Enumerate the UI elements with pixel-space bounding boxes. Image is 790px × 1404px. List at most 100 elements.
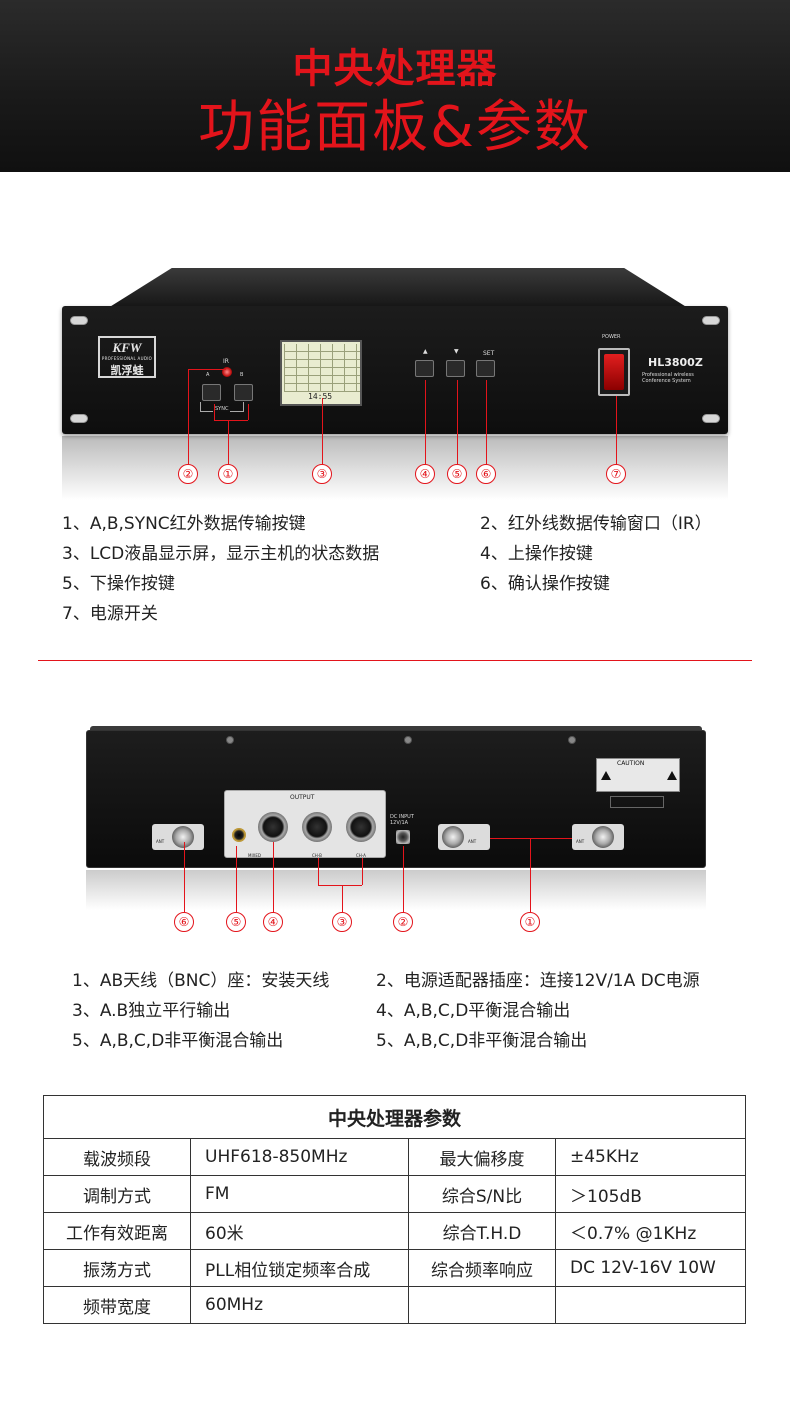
- back-callout-1: ①: [520, 912, 540, 932]
- front-panel-image: KFW PROFESSIONAL AUDIO 凯浮蛙 IR A B SYNC 1…: [0, 260, 790, 500]
- spec-value: 60米: [190, 1212, 409, 1250]
- spec-key: [408, 1286, 556, 1324]
- callout-line: [248, 404, 249, 420]
- spec-key: 调制方式: [43, 1175, 191, 1213]
- spec-value: PLL相位锁定频率合成: [190, 1249, 409, 1287]
- callout-line: [188, 369, 189, 464]
- table-row: 调制方式 FM 综合S/N比 ＞105dB: [43, 1175, 747, 1213]
- callout-7: ⑦: [606, 464, 626, 484]
- spec-value: UHF618-850MHz: [190, 1138, 409, 1176]
- spec-key: 振荡方式: [43, 1249, 191, 1287]
- lcd-time: 14:55: [308, 392, 333, 401]
- spec-value: ＜0.7% @1KHz: [554, 1212, 747, 1250]
- callout-line: [342, 885, 343, 912]
- callout-line: [188, 369, 226, 370]
- bnc-connector-icon: [442, 826, 464, 848]
- ir-window-icon: [222, 367, 232, 377]
- a-button[interactable]: [202, 384, 221, 401]
- b-label: B: [240, 372, 244, 378]
- dc-input-line2: 12V/1A: [390, 820, 409, 826]
- callout-line: [362, 858, 363, 885]
- header-title-line2: 功能面板&参数: [198, 95, 592, 160]
- spec-key: 工作有效距离: [43, 1212, 191, 1250]
- warning-triangle-icon: [667, 771, 677, 780]
- rack-hole-icon: [70, 414, 88, 423]
- spec-table: 中央处理器参数 载波频段 UHF618-850MHz 最大偏移度 ±45KHz …: [42, 1095, 747, 1324]
- section-divider: [38, 660, 752, 661]
- a-label: A: [206, 372, 210, 378]
- back-callout-5: ⑤: [226, 912, 246, 932]
- device-reflection: [62, 436, 728, 500]
- back-legend-3: 3、A.B独立平行输出: [72, 1001, 231, 1021]
- spec-value: ±45KHz: [554, 1138, 747, 1176]
- serial-sticker: [610, 796, 664, 808]
- back-callout-3: ③: [332, 912, 352, 932]
- callout-line: [236, 846, 237, 912]
- model-name: HL3800Z: [648, 356, 703, 369]
- front-legend-2: 2、红外线数据传输窗口（IR）: [480, 514, 712, 534]
- caution-text: CAUTION: [617, 760, 645, 767]
- callout-line: [184, 842, 185, 912]
- model-subtitle: Professional wireless Conference System: [642, 372, 694, 384]
- set-label: SET: [483, 350, 495, 357]
- spec-value: DC 12V-16V 10W: [554, 1249, 747, 1287]
- brand-text: KFW: [112, 340, 142, 355]
- callout-line: [486, 380, 487, 464]
- device-top-cover: [108, 268, 688, 308]
- callout-5: ⑤: [447, 464, 467, 484]
- callout-line: [214, 420, 248, 421]
- front-legend-3: 3、LCD液晶显示屏，显示主机的状态数据: [62, 544, 380, 564]
- back-legend-6: 5、A,B,C,D非平衡混合输出: [376, 1031, 588, 1051]
- back-callout-4: ④: [263, 912, 283, 932]
- lcd-screen: 14:55: [280, 340, 362, 406]
- ant-label: ANT: [576, 839, 585, 844]
- model-sub-line1: Professional wireless: [642, 372, 694, 378]
- down-label: ▼: [454, 348, 459, 355]
- up-button[interactable]: [415, 360, 434, 377]
- spec-table-title: 中央处理器参数: [42, 1095, 747, 1139]
- callout-line: [616, 396, 617, 464]
- callout-line: [403, 846, 404, 912]
- callout-line: [318, 858, 319, 885]
- callout-line: [214, 404, 215, 420]
- back-legend-1: 1、AB天线（BNC）座：安装天线: [72, 971, 330, 991]
- back-callout-2: ②: [393, 912, 413, 932]
- table-row: 载波频段 UHF618-850MHz 最大偏移度 ±45KHz: [43, 1138, 747, 1176]
- power-label: POWER: [602, 334, 621, 340]
- set-button[interactable]: [476, 360, 495, 377]
- spec-value: [554, 1286, 747, 1324]
- mixed-jack-icon: [232, 828, 246, 842]
- ant-label: ANT: [156, 839, 165, 844]
- spec-table-header-row: 中央处理器参数: [42, 1095, 747, 1139]
- front-legend-1: 1、A,B,SYNC红外数据传输按键: [62, 514, 306, 534]
- ir-label: IR: [223, 358, 229, 365]
- mixed-label: MIXED: [248, 853, 261, 858]
- screw-icon: [226, 736, 234, 744]
- ch-b-label: CH-B: [312, 853, 322, 858]
- callout-line: [322, 398, 323, 464]
- front-legend-6: 6、确认操作按键: [480, 574, 610, 594]
- sync-label: SYNC: [213, 406, 231, 412]
- front-legend-7: 7、电源开关: [62, 604, 158, 624]
- lcd-grid: [284, 344, 360, 392]
- callout-4: ④: [415, 464, 435, 484]
- power-switch[interactable]: [598, 348, 630, 396]
- dc-input-label: DC INPUT 12V/1A: [390, 814, 414, 826]
- spec-key: 频带宽度: [43, 1286, 191, 1324]
- header-title-line1: 中央处理器: [292, 46, 498, 92]
- xlr-ch-b-icon: [302, 812, 332, 842]
- b-button[interactable]: [234, 384, 253, 401]
- device-front-face: KFW PROFESSIONAL AUDIO 凯浮蛙 IR A B SYNC 1…: [62, 306, 728, 434]
- spec-key: 载波频段: [43, 1138, 191, 1176]
- bnc-connector-icon: [592, 826, 614, 848]
- spec-value: ＞105dB: [554, 1175, 747, 1213]
- rack-hole-icon: [70, 316, 88, 325]
- table-row: 工作有效距离 60米 综合T.H.D ＜0.7% @1KHz: [43, 1212, 747, 1250]
- spec-key: 综合T.H.D: [408, 1212, 556, 1250]
- screw-icon: [404, 736, 412, 744]
- ant-label: ANT: [468, 839, 477, 844]
- down-button[interactable]: [446, 360, 465, 377]
- back-legend-4: 4、A,B,C,D平衡混合输出: [376, 1001, 571, 1021]
- callout-1: ①: [218, 464, 238, 484]
- back-legend-2: 2、电源适配器插座：连接12V/1A DC电源: [376, 971, 700, 991]
